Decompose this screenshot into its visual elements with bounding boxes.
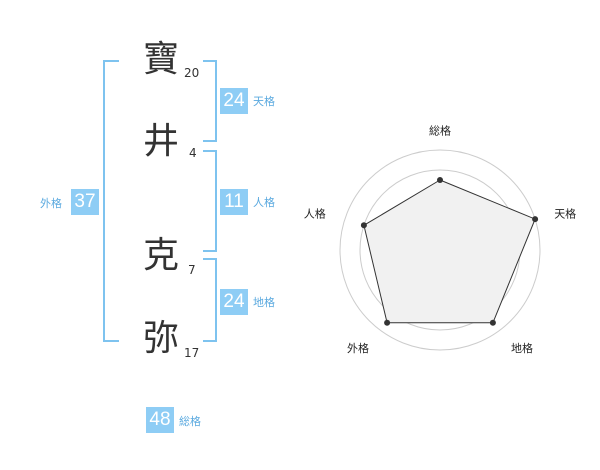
name-char-1: 寶	[143, 39, 180, 80]
name-char-4: 弥	[143, 318, 180, 359]
gaikaku-value: 37	[71, 189, 99, 215]
jinkaku-value: 11	[220, 189, 248, 215]
radar-ring	[339, 149, 541, 351]
name-char-3: 克	[143, 235, 180, 276]
radar-axis-label: 地格	[511, 341, 533, 355]
name-char-2: 井	[143, 121, 180, 162]
radar-point	[489, 319, 496, 326]
gaikaku-label: 外格	[40, 197, 62, 210]
jinkaku-bracket	[203, 150, 217, 252]
radar-point	[360, 222, 367, 229]
radar-shape	[363, 179, 536, 324]
jinkaku-label: 人格	[253, 196, 275, 209]
chikaku-bracket	[203, 258, 217, 342]
radar-point	[437, 177, 443, 183]
stroke-count-3: 7	[188, 263, 196, 277]
radar-outline	[363, 179, 536, 324]
radar-point	[532, 216, 539, 223]
radar-point	[384, 319, 391, 326]
tenkaku-bracket	[203, 60, 217, 142]
tenkaku-label: 天格	[253, 95, 275, 108]
tenkaku-value: 24	[220, 88, 248, 114]
radar-area	[363, 180, 536, 323]
gaikaku-bracket	[103, 60, 119, 342]
stroke-count-1: 20	[184, 66, 200, 80]
radar-points	[360, 177, 539, 326]
chikaku-value: 24	[220, 289, 248, 315]
stroke-count-4: 17	[184, 346, 200, 360]
radar-axis-label: 人格	[304, 207, 326, 221]
radar-axis-label: 総格	[429, 123, 451, 137]
radar-axis-label: 天格	[554, 207, 576, 221]
radar-axis-label: 外格	[347, 341, 369, 355]
soukaku-value: 48	[146, 407, 174, 433]
stroke-count-2: 4	[189, 146, 197, 160]
chikaku-label: 地格	[253, 296, 275, 309]
soukaku-label: 総格	[179, 415, 201, 428]
